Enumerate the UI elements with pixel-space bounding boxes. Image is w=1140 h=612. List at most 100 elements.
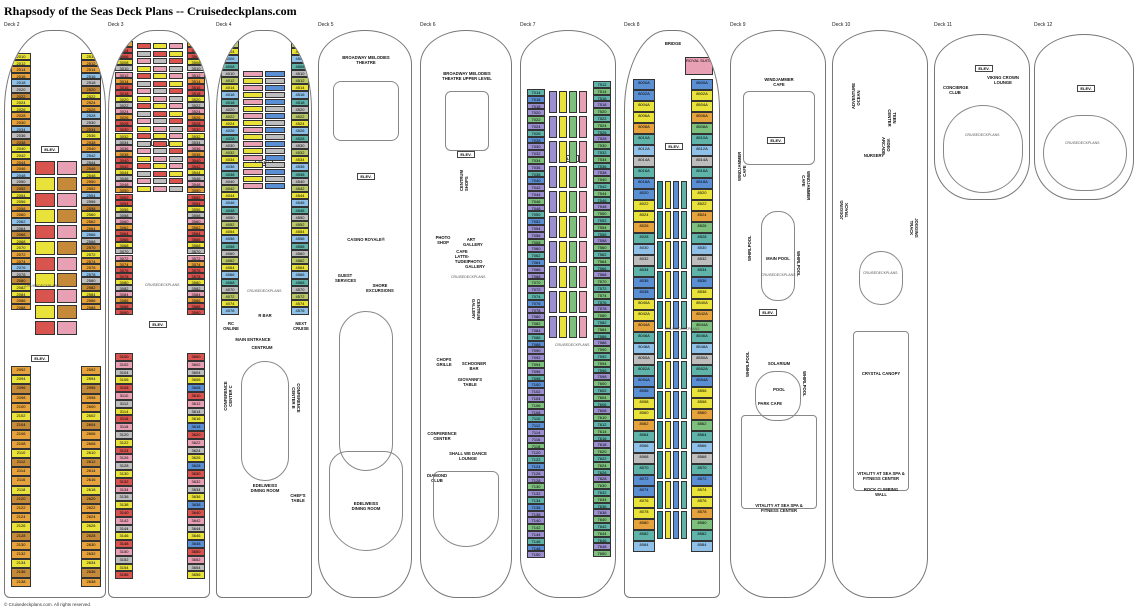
inside-cabin[interactable] xyxy=(243,92,263,98)
cabin-2012[interactable]: 2012 xyxy=(11,59,31,67)
cabin-4062[interactable]: 4062 xyxy=(221,257,239,265)
cabin-7088[interactable]: 7088 xyxy=(527,340,545,348)
inside-cabin[interactable] xyxy=(265,148,285,154)
cabin-8050A[interactable]: 8050A xyxy=(633,354,655,365)
cabin-3106[interactable]: 3106 xyxy=(115,376,133,385)
cabin-3048[interactable]: 3048 xyxy=(115,181,133,188)
inside-cabin[interactable] xyxy=(549,291,557,313)
cabin-4550[interactable]: 4550 xyxy=(291,213,309,221)
inside-cabin[interactable] xyxy=(137,185,151,192)
cabin-7522[interactable]: 7522 xyxy=(593,115,611,122)
inside-cabin[interactable] xyxy=(169,73,183,79)
cabin-8080[interactable]: 8080 xyxy=(633,519,655,530)
cabin-7540[interactable]: 7540 xyxy=(593,176,611,183)
cabin-7576[interactable]: 7576 xyxy=(593,298,611,306)
cabin-3576[interactable]: 3576 xyxy=(187,266,205,273)
cabin-4028[interactable]: 4028 xyxy=(221,134,239,142)
cabin-2516[interactable]: 2516 xyxy=(81,72,101,80)
inside-cabin[interactable] xyxy=(153,118,167,124)
cabin-2604[interactable]: 2604 xyxy=(81,421,101,431)
cabin-3108[interactable]: 3108 xyxy=(115,384,133,392)
cabin-7144[interactable]: 7144 xyxy=(527,531,545,538)
cabin-7598[interactable]: 7598 xyxy=(593,373,611,381)
cabin-7048[interactable]: 7048 xyxy=(527,204,545,212)
inside-cabin[interactable] xyxy=(137,118,151,124)
cabin-3608[interactable]: 3608 xyxy=(187,384,205,392)
cabin-8054A[interactable]: 8054A xyxy=(633,376,655,387)
inside-cabin[interactable] xyxy=(559,116,567,138)
cabin-7558[interactable]: 7558 xyxy=(593,237,611,245)
inside-cabin[interactable] xyxy=(665,271,671,299)
cabin-3636[interactable]: 3636 xyxy=(187,493,205,502)
inside-cabin[interactable] xyxy=(681,331,687,359)
cabin-2634[interactable]: 2634 xyxy=(81,559,101,569)
cabin-3138[interactable]: 3138 xyxy=(115,501,133,509)
cabin-2624[interactable]: 2624 xyxy=(81,513,101,523)
inside-cabin[interactable] xyxy=(657,361,663,389)
cabin-7624[interactable]: 7624 xyxy=(593,461,611,469)
cabin-2522[interactable]: 2522 xyxy=(81,92,101,100)
cabin-4540[interactable]: 4540 xyxy=(291,177,309,185)
cabin-7076[interactable]: 7076 xyxy=(527,299,545,307)
cabin-3580[interactable]: 3580 xyxy=(187,278,205,285)
cabin-7640[interactable]: 7640 xyxy=(593,516,611,523)
cabin-3600[interactable]: 3600 xyxy=(187,353,205,361)
cabin-3618[interactable]: 3618 xyxy=(187,423,205,431)
cabin-3118[interactable]: 3118 xyxy=(115,423,133,431)
inside-cabin[interactable] xyxy=(243,120,263,126)
cabin-8546A[interactable]: 8546A xyxy=(691,332,713,343)
inside-cabin[interactable] xyxy=(657,241,663,269)
cabin-7618[interactable]: 7618 xyxy=(593,441,611,449)
cabin-8024[interactable]: 8024 xyxy=(633,211,655,222)
cabin-7134[interactable]: 7134 xyxy=(527,497,545,504)
cabin-3522[interactable]: 3522 xyxy=(187,102,205,109)
cabin-8584[interactable]: 8584 xyxy=(691,541,713,552)
cabin-8062[interactable]: 8062 xyxy=(633,420,655,431)
cabin-3544[interactable]: 3544 xyxy=(187,169,205,176)
inside-cabin[interactable] xyxy=(673,511,679,539)
inside-cabin[interactable] xyxy=(243,183,263,189)
cabin-7564[interactable]: 7564 xyxy=(593,257,611,265)
cabin-8532[interactable]: 8532 xyxy=(691,255,713,266)
inside-cabin[interactable] xyxy=(137,50,151,57)
inside-cabin[interactable] xyxy=(569,116,577,138)
cabin-3046[interactable]: 3046 xyxy=(115,175,133,182)
cabin-8518A[interactable]: 8518A xyxy=(691,178,713,189)
cabin-4034[interactable]: 4034 xyxy=(221,156,239,164)
cabin-7114[interactable]: 7114 xyxy=(527,429,545,436)
inside-cabin[interactable] xyxy=(169,185,183,192)
inside-cabin[interactable] xyxy=(657,211,663,239)
cabin-8004A[interactable]: 8004A xyxy=(633,101,655,112)
cabin-4534[interactable]: 4534 xyxy=(291,156,309,164)
inside-cabin[interactable] xyxy=(657,391,663,419)
inside-cabin[interactable] xyxy=(57,289,77,303)
inside-cabin[interactable] xyxy=(169,65,183,72)
cabin-3566[interactable]: 3566 xyxy=(187,236,205,243)
cabin-2054[interactable]: 2054 xyxy=(11,191,31,199)
cabin-2612[interactable]: 2612 xyxy=(81,458,101,468)
inside-cabin[interactable] xyxy=(35,273,55,287)
inside-cabin[interactable] xyxy=(549,241,557,263)
cabin-7556[interactable]: 7556 xyxy=(593,230,611,238)
cabin-3130[interactable]: 3130 xyxy=(115,470,133,478)
cabin-7136[interactable]: 7136 xyxy=(527,503,545,511)
cabin-4564[interactable]: 4564 xyxy=(291,264,309,272)
inside-cabin[interactable] xyxy=(35,305,55,319)
cabin-2132[interactable]: 2132 xyxy=(11,550,31,560)
inside-cabin[interactable] xyxy=(137,88,151,94)
cabin-4536[interactable]: 4536 xyxy=(291,163,309,171)
cabin-3562[interactable]: 3562 xyxy=(187,224,205,231)
cabin-8016A[interactable]: 8016A xyxy=(633,167,655,178)
inside-cabin[interactable] xyxy=(35,193,55,207)
cabin-8548A[interactable]: 8548A xyxy=(691,343,713,354)
cabin-7078[interactable]: 7078 xyxy=(527,306,545,314)
cabin-7056[interactable]: 7056 xyxy=(527,231,545,239)
cabin-3558[interactable]: 3558 xyxy=(187,211,205,218)
cabin-8514A[interactable]: 8514A xyxy=(691,156,713,167)
cabin-8530[interactable]: 8530 xyxy=(691,244,713,255)
cabin-7632[interactable]: 7632 xyxy=(593,489,611,496)
inside-cabin[interactable] xyxy=(153,163,167,169)
cabin-2608[interactable]: 2608 xyxy=(81,439,101,449)
